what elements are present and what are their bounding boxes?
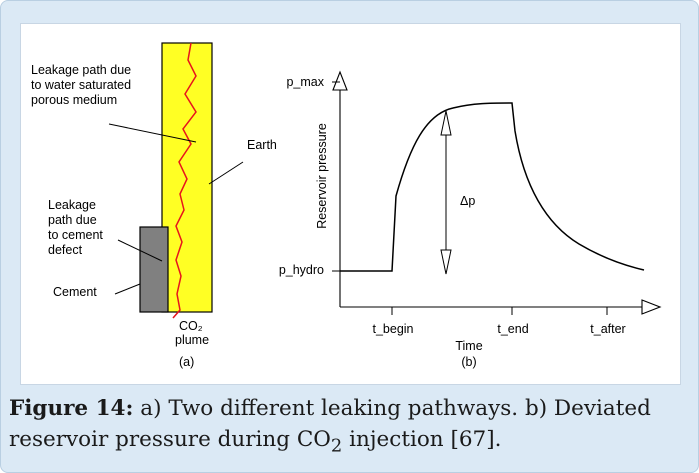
panel-b-sublabel: (b) [461,355,476,369]
x-axis-title: Time [455,339,482,353]
y-axis-arrow [332,70,348,91]
leader-cement-path [117,239,163,262]
leader-cement [114,283,141,295]
delta-p-label: Δp [460,194,475,208]
cement-label: Cement [53,285,97,299]
caption-text-2: injection [67]. [342,427,502,452]
water-path-label: Leakage path due to water saturated poro… [31,63,135,107]
x-tick-end-label: t_end [497,322,528,336]
plume-label: CO₂ plume [175,319,209,347]
figure-caption: Figure 14: a) Two different leaking path… [9,393,695,461]
leader-water-path [108,123,197,143]
panel-a-sublabel: (a) [179,355,194,369]
pressure-curve [340,102,645,272]
leader-earth [208,161,244,185]
leakage-path-line [172,42,197,319]
delta-p-arrow-top [440,110,452,136]
figure-image: Leakage path due to water saturated poro… [20,23,681,385]
caption-subscript: 2 [330,435,343,457]
cement-block [139,226,169,313]
delta-p-arrow-bottom [440,249,452,275]
y-axis-title: Reservoir pressure [315,123,329,229]
cement-path-label: Leakage path due to cement defect [48,198,106,257]
figure-svg: Leakage path due to water saturated poro… [31,42,662,369]
figure-number: Figure 14: [9,396,134,421]
y-tick-max-label: p_max [286,75,324,89]
caption-text-1: a) Two different leaking pathways. b) De… [9,396,651,452]
x-tick-begin-label: t_begin [372,322,413,336]
x-axis-arrow [641,299,662,315]
x-tick-after-label: t_after [590,322,625,336]
y-tick-hydro-label: p_hydro [279,263,324,277]
earth-label: Earth [247,138,277,152]
